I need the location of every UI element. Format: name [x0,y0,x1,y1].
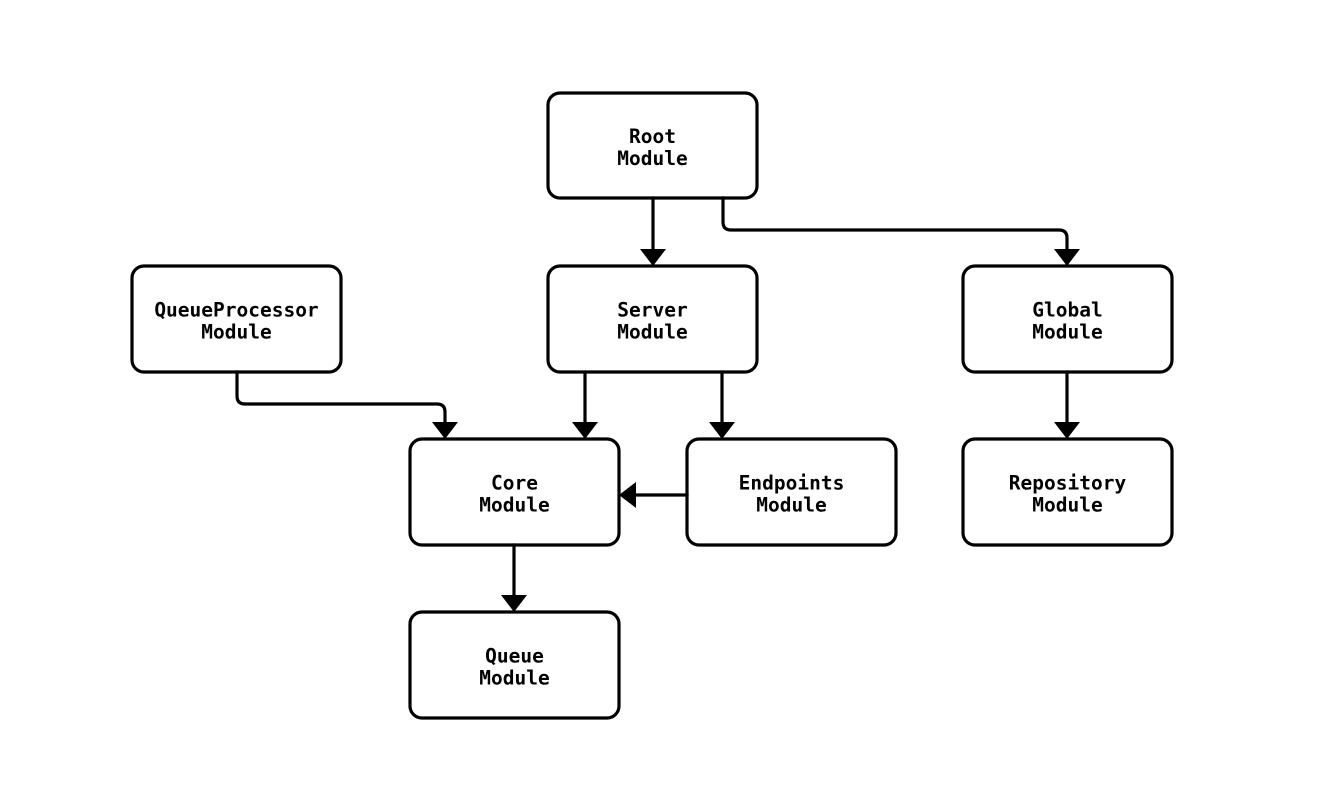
edge-endpoints-to-core [619,482,689,508]
node-box [685,437,898,547]
arrowhead-icon [1054,249,1080,266]
arrowhead-icon [709,422,735,439]
node-box [961,437,1174,547]
node-box [546,264,759,374]
edge-server-to-endpoints [709,370,735,439]
edge-line [235,370,447,426]
edge-line [721,196,1069,253]
arrowhead-icon [640,249,666,266]
edge-server-to-core [572,370,598,439]
arrowhead-icon [1054,422,1080,439]
edge-root-to-server [640,196,666,266]
edge-core-to-queue [501,543,527,612]
arrowhead-icon [619,482,636,508]
node-box [408,610,621,720]
arrowhead-icon [572,422,598,439]
arrowhead-icon [501,595,527,612]
edge-global-to-repository [1054,370,1080,439]
arrowhead-icon [432,422,458,439]
edge-root-to-global [721,196,1080,266]
edge-queueprocessor-to-core [235,370,458,439]
